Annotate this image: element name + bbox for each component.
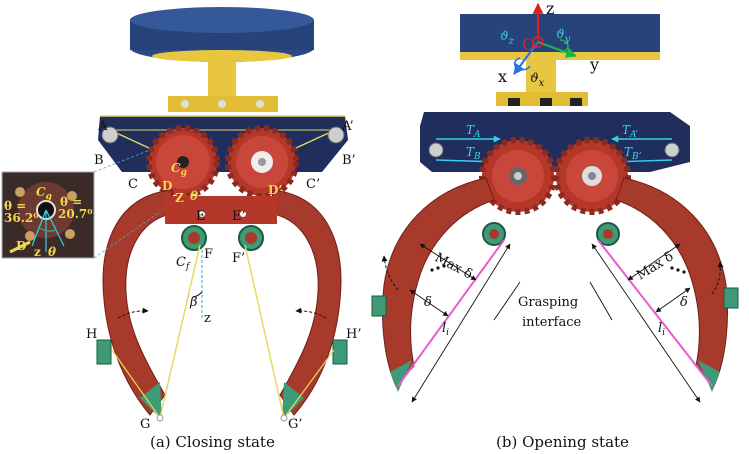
rotation-vz: ϑz <box>500 29 515 47</box>
axis-z-label: z <box>546 0 554 18</box>
rotation-arrow-left <box>117 307 149 319</box>
label-max-delta-right: Max δ <box>634 249 676 283</box>
base-plate-b <box>420 112 690 172</box>
rotation-vy: ϑy <box>556 27 571 45</box>
label-d: D <box>162 179 172 193</box>
label-e-prime: E’ <box>232 209 246 224</box>
pad-h <box>96 339 112 365</box>
label-ta: TA <box>466 123 481 140</box>
label-f: F <box>204 247 213 262</box>
label-h-prime: H’ <box>346 327 361 342</box>
gear-left <box>146 125 220 199</box>
rotation-vx: ϑx <box>530 71 545 89</box>
pad-h-prime <box>332 339 348 365</box>
label-z-axis: z <box>204 311 211 326</box>
gear-right <box>225 125 299 199</box>
mount-cap <box>130 7 314 112</box>
label-b: B <box>94 153 104 168</box>
inset-label-z: z <box>34 245 41 259</box>
label-a-prime: A’ <box>341 119 354 134</box>
label-b-prime: B’ <box>342 153 356 168</box>
axis-x-label: x <box>498 67 507 86</box>
gear-right-b <box>553 137 631 215</box>
label-e: E <box>196 209 206 224</box>
label-grasping-2: interface <box>522 315 582 330</box>
label-c-prime: C’ <box>306 177 320 192</box>
inset-label-theta: θ <box>48 245 56 259</box>
label-beta: β <box>189 295 198 310</box>
base-plate <box>98 116 348 172</box>
label-c: C <box>128 177 138 192</box>
label-theta: θ <box>190 189 198 203</box>
inset-theta-left-2: 36.2⁰ <box>4 211 38 225</box>
inset-zoom <box>1 149 161 259</box>
panel-opening-state <box>371 2 739 403</box>
label-tb: TB <box>466 145 481 162</box>
label-cg: Cg <box>171 161 187 178</box>
inset-theta-right-1: θ = <box>60 195 82 209</box>
label-ta-prime: TA’ <box>622 123 638 140</box>
label-max-delta-left: Max δ <box>432 250 475 282</box>
panel-closing-state <box>1 7 348 422</box>
caption-closing: (a) Closing state <box>150 433 275 451</box>
rotation-arrow-right <box>295 307 327 319</box>
caption-opening: (b) Opening state <box>496 433 629 451</box>
coordinate-frame <box>513 2 578 75</box>
finger-left-b <box>382 177 495 387</box>
label-li-right: li <box>658 321 665 338</box>
label-a: A <box>97 119 108 134</box>
label-d-prime: D’ <box>268 183 283 197</box>
label-f-prime: F’ <box>232 251 245 266</box>
label-tb-prime: TB’ <box>624 145 642 162</box>
finger-right <box>271 189 342 416</box>
label-li-left: li <box>442 321 449 338</box>
label-cf: Cf <box>176 255 191 272</box>
label-g-prime: G’ <box>288 417 303 432</box>
label-delta-right: δ <box>680 295 688 310</box>
tendon-fg <box>159 244 201 419</box>
axis-y-label: y <box>589 55 599 74</box>
label-z-yellow: Z <box>175 191 184 205</box>
tendon-fg-prime <box>244 244 285 419</box>
label-grasping-1: Grasping <box>518 295 578 310</box>
inset-label-cg: Cg <box>36 185 52 202</box>
inset-theta-right-2: 20.7⁰ <box>58 207 92 221</box>
axis-origin-label: O <box>522 35 535 54</box>
label-g: G <box>140 417 150 432</box>
pulley-a <box>101 126 119 144</box>
finger-right-b <box>615 177 728 387</box>
gear-left-b <box>479 137 557 215</box>
finger-left <box>102 189 173 416</box>
label-h: H <box>86 327 97 342</box>
inset-label-d: D <box>16 239 26 253</box>
label-delta-left: δ <box>424 295 432 310</box>
pulley-a-prime <box>327 126 345 144</box>
inset-theta-left-1: θ = <box>4 199 26 213</box>
